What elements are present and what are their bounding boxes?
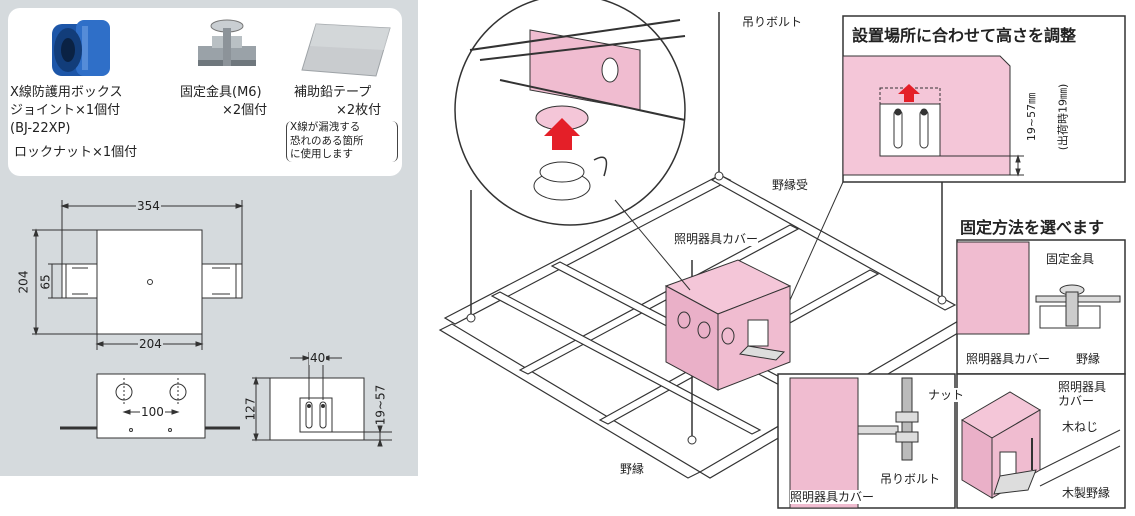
nobuchi-label: 野縁 (620, 462, 645, 476)
adjust-dim: 19~57㎜ (1025, 92, 1039, 142)
tape-note-2: 恐れのある箇所 (290, 134, 364, 147)
wood-screw-label: 木ねじ (1062, 420, 1099, 434)
spec-panel: X線防護用ボックス ジョイント×1個付 (BJ-22XP) ロックナット×1個付… (0, 0, 418, 476)
dim-slot-pitch: 40 (309, 351, 327, 365)
nobuchi-uke-label: 野縁受 (772, 178, 809, 192)
tape-note-3: に使用します (290, 148, 353, 160)
hanging-bolt-label: 吊りボルト (742, 15, 803, 29)
tape-note-1: X線が漏洩する (290, 121, 361, 133)
dim-width-total: 354 (136, 199, 161, 213)
joint-name-line2: ジョイント×1個付 (10, 103, 121, 118)
joint-model: (BJ-22XP) (10, 121, 71, 136)
nut-label: ナット (928, 388, 965, 402)
bracket-name: 固定金具(M6) (180, 85, 262, 100)
dim-width-bottom: 204 (138, 337, 163, 351)
dim-hole-pitch: 100 (140, 405, 165, 419)
method-title: 固定方法を選べます (960, 218, 1105, 237)
fixing-bracket-icon (198, 19, 256, 66)
top-view-drawing (32, 200, 392, 447)
lead-tape-icon (301, 23, 391, 77)
wood-nobuchi-label: 木製野縁 (1062, 486, 1111, 500)
nobuchi-label-2: 野縁 (1076, 352, 1101, 366)
bolt-label: 吊りボルト (880, 472, 941, 486)
fix-bracket-label: 固定金具 (1046, 252, 1095, 266)
adjust-note: (出荷時19㎜) (1056, 83, 1070, 151)
cover-label-4-line2: カバー (1058, 394, 1095, 408)
cover-label-3: 照明器具カバー (790, 490, 875, 504)
accessories-card: X線防護用ボックス ジョイント×1個付 (BJ-22XP) ロックナット×1個付… (8, 8, 402, 176)
cover-label: 照明器具カバー (674, 232, 759, 246)
joint-name-line1: X線防護用ボックス (10, 85, 123, 100)
locknut-text: ロックナット×1個付 (14, 145, 138, 160)
box-joint-icon (52, 20, 110, 76)
tape-name: 補助鉛テープ (294, 85, 372, 100)
tape-note: X線が漏洩する 恐れのある箇所 に使用します (286, 121, 398, 162)
tape-qty: ×2枚付 (336, 103, 382, 118)
cover-label-4-line1: 照明器具 (1058, 380, 1107, 394)
cover-label-2: 照明器具カバー (966, 352, 1051, 366)
adjust-title: 設置場所に合わせて高さを調整 (852, 26, 1077, 45)
bracket-qty: ×2個付 (222, 103, 268, 118)
